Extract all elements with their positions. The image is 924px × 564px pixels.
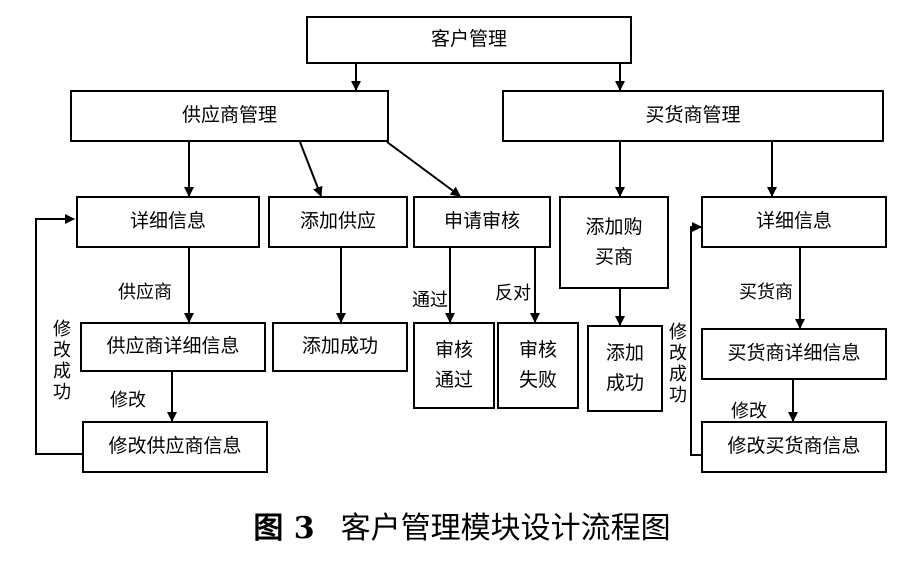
node-label: 供应商管理 bbox=[181, 104, 277, 127]
node-label: 客户管理 bbox=[430, 28, 507, 51]
figure-number: 图 3 bbox=[253, 511, 315, 546]
node-label-line2: 通过 bbox=[434, 368, 473, 391]
node-label: 买货商管理 bbox=[645, 104, 741, 127]
edge-label-oppose: 反对 bbox=[495, 283, 531, 304]
node-customer-management: 客户管理 bbox=[306, 16, 632, 64]
node-modify-supplier-info: 修改供应商信息 bbox=[82, 421, 268, 473]
node-buyer-management: 买货商管理 bbox=[502, 90, 884, 142]
edge-supplier-mgmt-to-apply-review bbox=[386, 141, 461, 197]
edge-label-modify-right: 修改 bbox=[731, 401, 767, 422]
node-supplier-detail: 详细信息 bbox=[76, 196, 260, 248]
node-buyer-detail-info: 买货商详细信息 bbox=[701, 328, 887, 380]
node-label: 买货商详细信息 bbox=[727, 342, 861, 365]
node-label-line2: 成功 bbox=[605, 371, 644, 394]
edge-label-pass: 通过 bbox=[412, 290, 448, 311]
node-label-line1: 添加 bbox=[605, 342, 644, 365]
edge-label-modify-left: 修改 bbox=[110, 390, 146, 411]
figure-caption: 图 3 客户管理模块设计流程图 bbox=[0, 503, 924, 547]
node-label-line2: 失败 bbox=[518, 368, 557, 391]
node-supplier-detail-info: 供应商详细信息 bbox=[80, 322, 266, 372]
node-label: 修改买货商信息 bbox=[727, 435, 861, 458]
node-add-supply: 添加供应 bbox=[268, 196, 408, 248]
node-review-pass: 审核 通过 bbox=[413, 322, 495, 409]
edge-supplier-mgmt-to-add-supply bbox=[299, 141, 323, 197]
node-label: 供应商详细信息 bbox=[106, 335, 240, 358]
edge-label-modify-success-right: 修改成功 bbox=[669, 322, 687, 406]
node-supplier-management: 供应商管理 bbox=[70, 90, 389, 142]
node-label: 添加成功 bbox=[301, 335, 378, 358]
node-add-success: 添加成功 bbox=[272, 322, 408, 372]
node-label: 添加供应 bbox=[299, 210, 376, 233]
edge-modify-supplier-back-to-detail bbox=[35, 214, 82, 455]
node-label: 详细信息 bbox=[755, 210, 832, 233]
node-label-line1: 审核 bbox=[434, 339, 473, 362]
node-label-line1: 添加购 bbox=[585, 216, 643, 239]
node-add-purchaser: 添加购 买商 bbox=[559, 196, 669, 289]
edge-label-buyer: 买货商 bbox=[739, 282, 793, 303]
figure-title: 客户管理模块设计流程图 bbox=[340, 511, 671, 546]
node-label: 申请审核 bbox=[443, 210, 520, 233]
node-label-line1: 审核 bbox=[518, 339, 557, 362]
edge-label-modify-success-left: 修改成功 bbox=[53, 319, 71, 403]
node-review-fail: 审核 失败 bbox=[497, 322, 579, 409]
node-modify-buyer-info: 修改买货商信息 bbox=[701, 421, 887, 473]
node-label: 详细信息 bbox=[129, 210, 206, 233]
edge-modify-buyer-back-to-detail bbox=[690, 222, 702, 456]
node-apply-review: 申请审核 bbox=[413, 196, 551, 248]
node-label-line2: 买商 bbox=[594, 245, 633, 268]
node-label: 修改供应商信息 bbox=[108, 435, 242, 458]
node-buyer-detail: 详细信息 bbox=[701, 196, 887, 248]
node-purchaser-add-success: 添加 成功 bbox=[587, 325, 663, 412]
edge-label-supplier: 供应商 bbox=[118, 282, 172, 303]
